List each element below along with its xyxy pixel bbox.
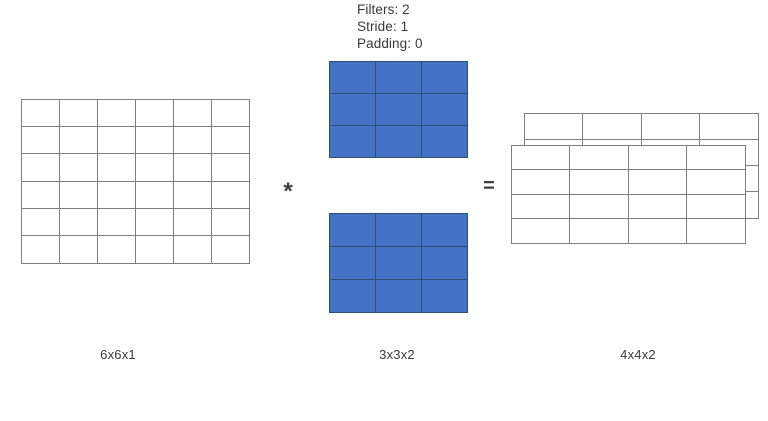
grid-cell [569, 193, 629, 219]
grid-cell [420, 124, 468, 158]
grid-cell [172, 207, 212, 237]
grid-cell [582, 112, 642, 140]
equals-operator: = [483, 175, 495, 197]
grid-cell [328, 124, 376, 158]
grid-cell [172, 153, 212, 182]
grid-cell [686, 193, 746, 219]
grid-cell [96, 153, 136, 182]
grid-cell [374, 92, 422, 126]
grid-cell [210, 180, 250, 209]
filter-kernel-2 [328, 212, 468, 314]
grid-cell [58, 125, 98, 155]
grid-cell [172, 125, 212, 155]
grid-cell [210, 98, 250, 127]
grid-cell [420, 279, 468, 314]
grid-cell [627, 169, 687, 195]
grid-cell [686, 144, 746, 170]
grid-cell [328, 92, 376, 126]
grid-cell [172, 98, 212, 127]
grid-cell [510, 193, 570, 219]
convolution-operator: * [283, 178, 293, 205]
grid-cell [134, 180, 174, 209]
grid-cell [96, 235, 136, 264]
grid-cell [627, 193, 687, 219]
grid-cell [328, 245, 376, 281]
grid-cell [20, 180, 60, 209]
grid-cell [20, 235, 60, 264]
grid-cell [420, 60, 468, 94]
grid-cell [640, 112, 700, 140]
filters-text: Filters: 2 [357, 2, 410, 17]
grid-cell [20, 98, 60, 127]
grid-cell [569, 218, 629, 244]
input-shape-caption: 6x6x1 [100, 347, 136, 362]
grid-cell [420, 245, 468, 281]
hyperparameter-list: Filters: 2 Stride: 1 Padding: 0 [357, 1, 423, 52]
grid-cell [210, 207, 250, 237]
output-shape-caption: 4x4x2 [620, 347, 656, 362]
stride-text: Stride: 1 [357, 19, 409, 34]
grid-cell [510, 169, 570, 195]
grid-cell [627, 218, 687, 244]
grid-cell [58, 207, 98, 237]
grid-cell [58, 235, 98, 264]
grid-cell [374, 212, 422, 247]
grid-cell [328, 212, 376, 247]
grid-cell [96, 98, 136, 127]
grid-cell [510, 218, 570, 244]
grid-cell [510, 144, 570, 170]
grid-cell [210, 235, 250, 264]
output-feature-map-1 [510, 144, 746, 244]
grid-cell [374, 279, 422, 314]
grid-cell [172, 180, 212, 209]
grid-cell [20, 153, 60, 182]
grid-cell [420, 92, 468, 126]
input-feature-map [20, 98, 250, 264]
grid-cell [420, 212, 468, 247]
grid-cell [20, 125, 60, 155]
grid-cell [374, 124, 422, 158]
grid-cell [134, 125, 174, 155]
grid-cell [58, 98, 98, 127]
grid-cell [58, 153, 98, 182]
filter-kernel-1 [328, 60, 468, 158]
grid-cell [210, 125, 250, 155]
grid-cell [134, 235, 174, 264]
grid-cell [686, 218, 746, 244]
grid-cell [627, 144, 687, 170]
grid-cell [328, 60, 376, 94]
padding-text: Padding: 0 [357, 36, 423, 51]
grid-cell [96, 207, 136, 237]
grid-cell [134, 98, 174, 127]
grid-cell [569, 169, 629, 195]
grid-cell [210, 153, 250, 182]
grid-cell [374, 245, 422, 281]
grid-cell [374, 60, 422, 94]
grid-cell [686, 169, 746, 195]
filter-shape-caption: 3x3x2 [379, 347, 415, 362]
grid-cell [699, 112, 759, 140]
grid-cell [523, 112, 583, 140]
grid-cell [134, 207, 174, 237]
grid-cell [172, 235, 212, 264]
grid-cell [96, 125, 136, 155]
grid-cell [328, 279, 376, 314]
grid-cell [569, 144, 629, 170]
grid-cell [134, 153, 174, 182]
grid-cell [58, 180, 98, 209]
grid-cell [96, 180, 136, 209]
grid-cell [20, 207, 60, 237]
